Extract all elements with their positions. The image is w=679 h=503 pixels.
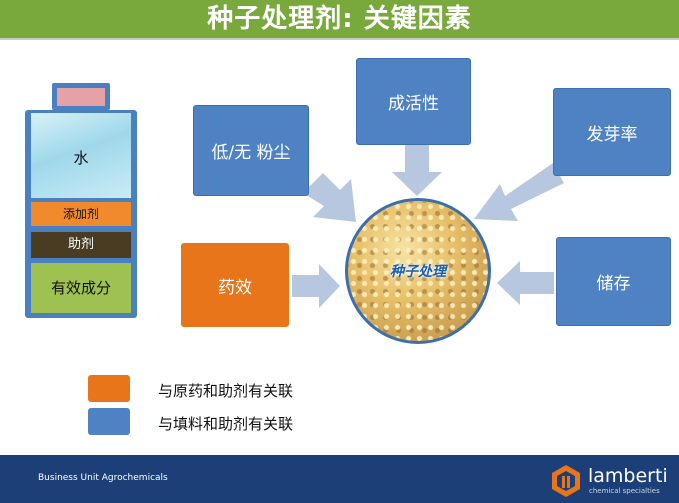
water-label: 水 xyxy=(73,149,89,167)
water-layer: 水 xyxy=(31,113,131,198)
arrow-efficacy xyxy=(292,264,340,308)
seed-treatment-circle: 种子处理 xyxy=(345,198,491,344)
bottle-cap xyxy=(52,83,110,110)
title-divider xyxy=(0,38,679,40)
footer-bar: Business Unit Agrochemicals lamberti che… xyxy=(0,455,679,503)
factor-efficacy-label: 药效 xyxy=(218,277,252,298)
factor-storage: 储存 xyxy=(556,237,671,326)
brand-name: lamberti xyxy=(588,465,668,487)
page-title: 种子处理剂: 关键因素 xyxy=(207,4,472,34)
factor-viability-label: 成活性 xyxy=(388,94,439,114)
footer-business-unit: Business Unit Agrochemicals xyxy=(38,473,168,483)
factor-germination: 发芽率 xyxy=(553,88,671,176)
bottle-cap-inner xyxy=(57,88,105,106)
arrow-viability xyxy=(392,145,442,196)
legend-swatch-blue xyxy=(88,408,130,435)
seeds-texture xyxy=(348,201,488,341)
factor-storage-label: 储存 xyxy=(596,274,631,294)
factor-viability: 成活性 xyxy=(356,58,471,145)
legend-label-blue: 与填料和助剂有关联 xyxy=(158,415,294,433)
lamberti-logo-icon xyxy=(552,465,580,497)
factor-low-dust-label: 低/无 粉尘 xyxy=(211,143,291,163)
factor-low-dust: 低/无 粉尘 xyxy=(193,105,309,196)
legend-swatch-orange xyxy=(88,375,130,402)
additive-layer: 添加剂 xyxy=(31,202,131,226)
legend-label-orange: 与原药和助剂有关联 xyxy=(158,382,294,400)
title-bar xyxy=(0,0,679,38)
center-label: 种子处理 xyxy=(390,264,446,280)
arrow-storage xyxy=(497,261,554,305)
formulation-container: 水 添加剂 助剂 有效成分 xyxy=(25,110,137,318)
arrow-germination xyxy=(474,163,564,221)
arrow-low-dust xyxy=(303,173,356,222)
factor-germination-label: 发芽率 xyxy=(586,124,638,145)
adjuvant-layer: 助剂 xyxy=(31,232,131,258)
brand-tagline: chemical specialties xyxy=(589,487,660,495)
active-ingredient-layer: 有效成分 xyxy=(31,263,131,313)
factor-efficacy: 药效 xyxy=(181,243,289,327)
